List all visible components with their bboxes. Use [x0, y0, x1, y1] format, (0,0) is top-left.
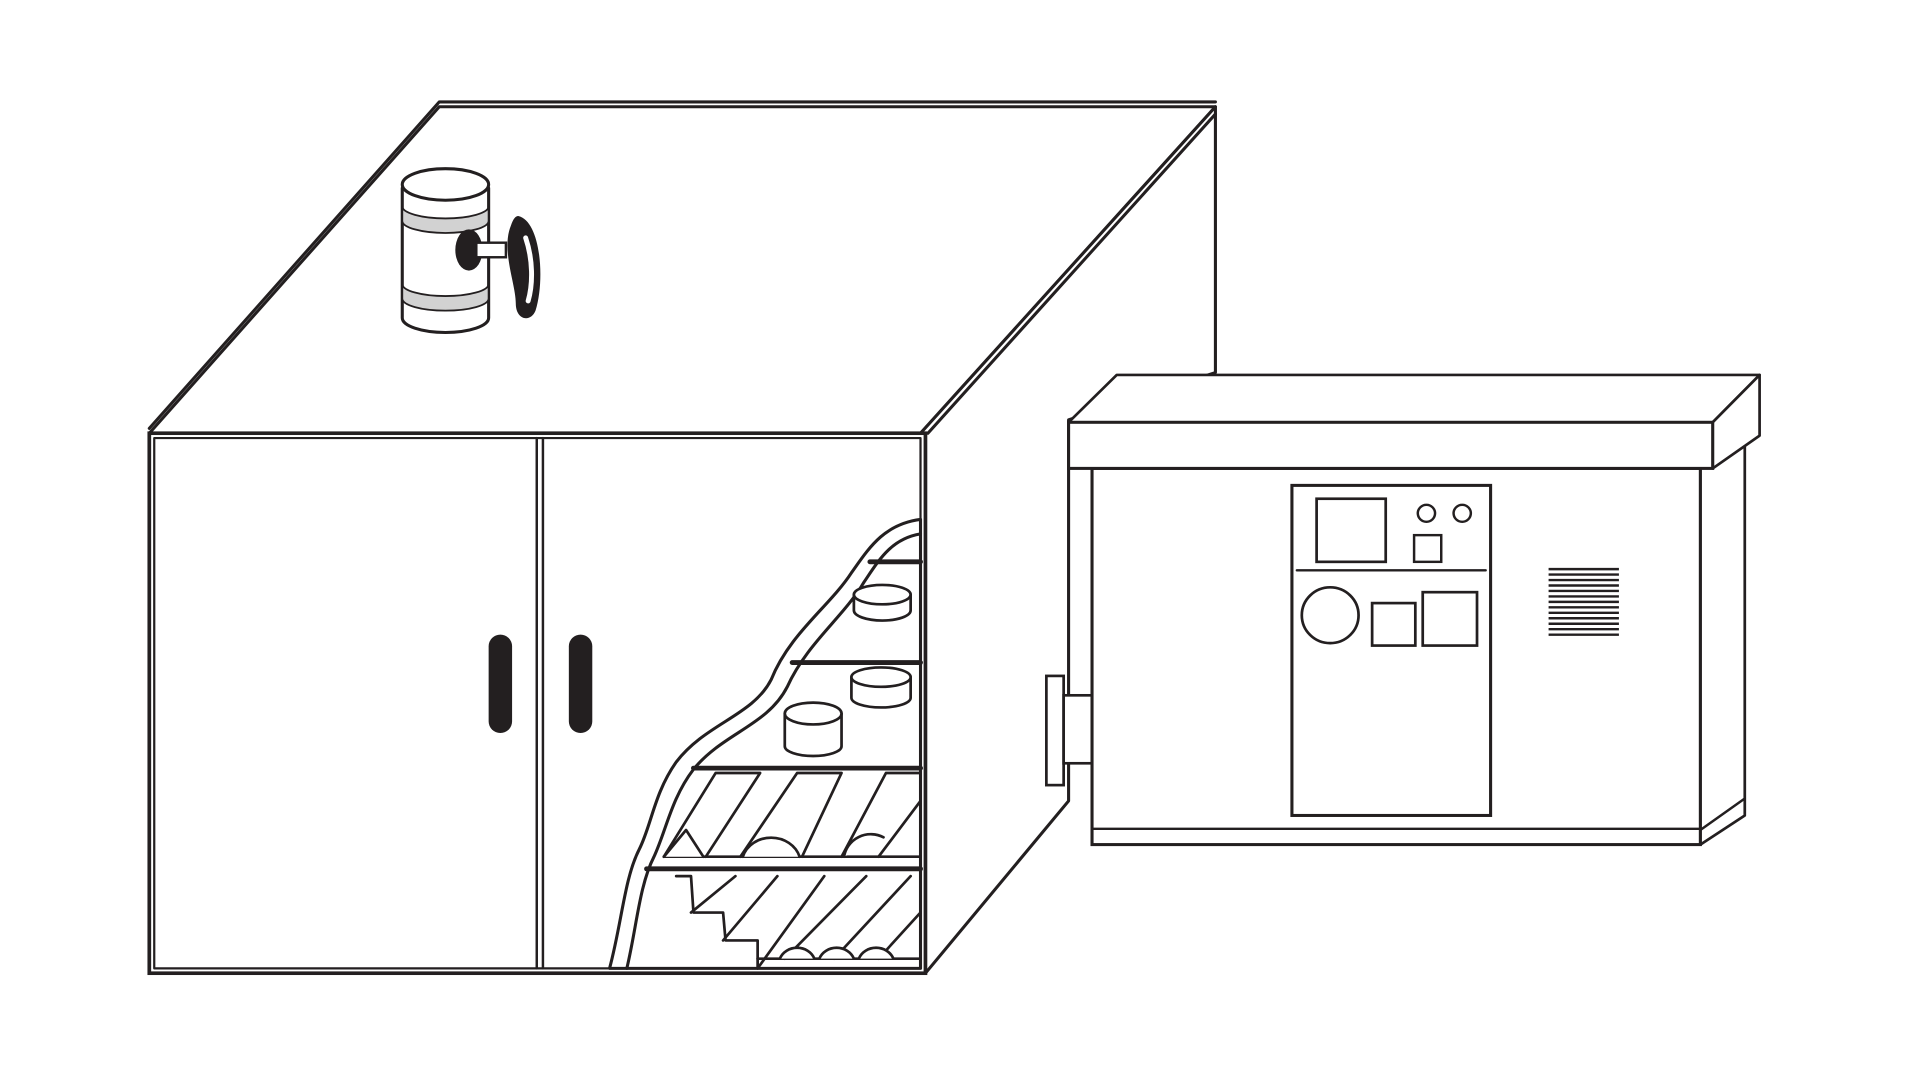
slat-row-upper	[662, 771, 922, 859]
connector-flange	[1045, 674, 1066, 787]
cabinet-cutaway-interior	[608, 517, 923, 970]
control-button-large	[1421, 590, 1479, 647]
indicator-light-left	[1416, 503, 1437, 524]
indicator-light-right	[1452, 503, 1473, 524]
control-dial	[1300, 585, 1360, 645]
control-panel	[1290, 483, 1493, 817]
slat-row-lower	[674, 874, 922, 970]
left-door-handle	[488, 634, 513, 733]
cabinet-top-rim	[147, 100, 1217, 430]
vent-valve	[400, 167, 541, 334]
pot-middle-right	[850, 666, 912, 709]
unit-lid-front	[1067, 420, 1715, 470]
control-button-small	[1370, 601, 1417, 647]
dehumidifier-unit	[1045, 373, 1761, 847]
connector-pipe	[1062, 693, 1095, 765]
right-door-handle	[568, 634, 593, 733]
display-screen	[1315, 497, 1388, 564]
storage-cabinet	[147, 100, 1217, 976]
pot-middle-left	[783, 701, 843, 758]
pot-top	[852, 583, 912, 622]
valve-stem-base	[455, 229, 483, 271]
cabinet-side-edge	[926, 112, 1217, 435]
valve-stem	[475, 241, 508, 259]
cutaway-edge-inner	[625, 532, 923, 970]
vent-grille	[1548, 567, 1619, 636]
small-switch	[1412, 533, 1443, 564]
unit-side-base	[1699, 797, 1747, 832]
valve-band-bottom	[401, 283, 490, 312]
valve-band-top	[401, 206, 490, 234]
valve-cylinder-top	[400, 167, 491, 202]
valve-handle-highlight	[523, 235, 535, 304]
unit-side-face	[1699, 435, 1747, 846]
unit-lid-top	[1067, 373, 1761, 424]
